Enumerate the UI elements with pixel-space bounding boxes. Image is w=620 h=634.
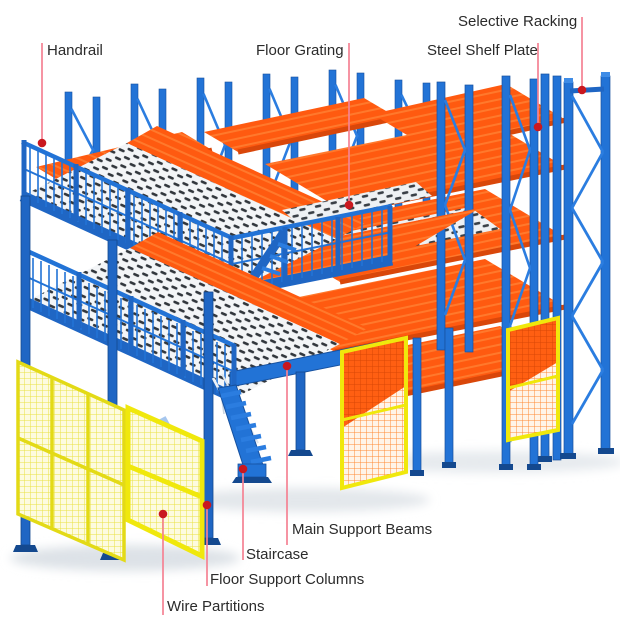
dot-wire-partitions [158, 509, 168, 519]
label-handrail: Handrail [47, 42, 103, 59]
dot-staircase [238, 464, 248, 474]
staircase-lower [211, 373, 272, 483]
dot-floor-grating [344, 200, 354, 210]
label-floor-support-columns: Floor Support Columns [210, 571, 365, 588]
dot-handrail [37, 138, 47, 148]
label-main-support-beams: Main Support Beams [292, 521, 433, 538]
dot-selective-racking [577, 85, 587, 95]
dot-floor-support-columns [202, 500, 212, 510]
selective-racking-tower [560, 72, 614, 459]
label-staircase: Staircase [246, 546, 309, 563]
label-floor-grating: Floor Grating [256, 42, 344, 59]
label-wire-partitions: Wire Partitions [167, 598, 265, 615]
wire-partitions-orange [340, 315, 560, 491]
dot-main-support-beams [282, 361, 292, 371]
leader-lines [41, 17, 583, 615]
wire-partitions-left [16, 359, 205, 563]
dot-steel-shelf-plate [533, 122, 543, 132]
label-selective-racking: Selective Racking [458, 13, 578, 30]
handrail-mid [24, 247, 237, 399]
floor-grating-walkway [282, 182, 432, 224]
marker-dots [37, 85, 587, 519]
label-steel-shelf-plate: Steel Shelf Plate [427, 42, 538, 59]
